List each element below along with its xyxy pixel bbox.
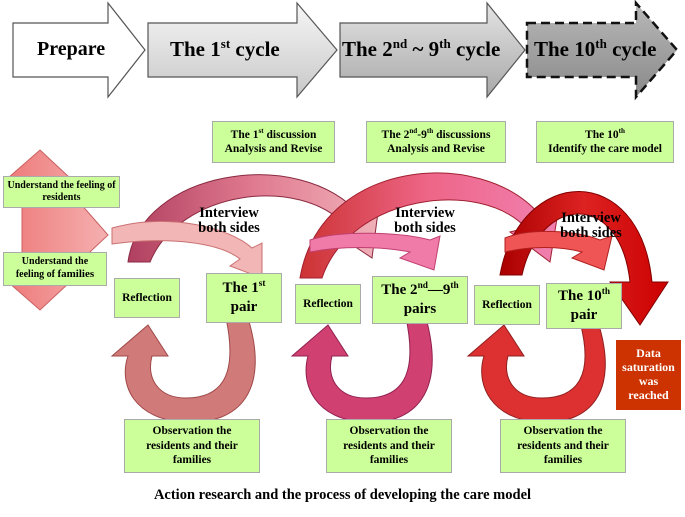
diagram-caption: Action research and the process of devel… (153, 487, 532, 503)
cycle-3-lower-arrow (466, 321, 606, 423)
discussion-2-9-box: The 2nd-9th discussions Analysis and Rev… (366, 121, 506, 163)
cycle-1-label: The 1st cycle (170, 36, 280, 61)
reflection-box-1: Reflection (114, 278, 180, 318)
interview-arrow-2 (309, 232, 441, 271)
cycle-2-9-label: The 2nd ~ 9th cycle (342, 36, 501, 61)
cycle-2-9-arrow (339, 1, 526, 99)
understand-residents-box: Understand the feeling of residents (3, 176, 120, 208)
interview-arrow-3 (504, 231, 613, 271)
prepare-label: Prepare (37, 38, 106, 60)
reflection-box-3: Reflection (474, 285, 540, 325)
discussion-10-box: The 10th Identify the care model (536, 121, 674, 163)
discussion-1-box: The 1st discussion Analysis and Revise (212, 121, 335, 163)
cycle-3-arc-arrow (499, 191, 669, 326)
understand-families-box: Understand the feeling of families (3, 252, 107, 286)
understand-double-arrow (6, 149, 109, 311)
cycle-2-lower-arrow (290, 317, 433, 423)
cycle-1-arrow (147, 1, 338, 99)
cycle-1-lower-arrow (110, 317, 256, 423)
cycle-10-arrow (525, 0, 679, 101)
prepare-arrow (12, 1, 146, 99)
cycle-10-label: The 10th cycle (534, 36, 657, 61)
reflection-box-2: Reflection (295, 284, 361, 324)
